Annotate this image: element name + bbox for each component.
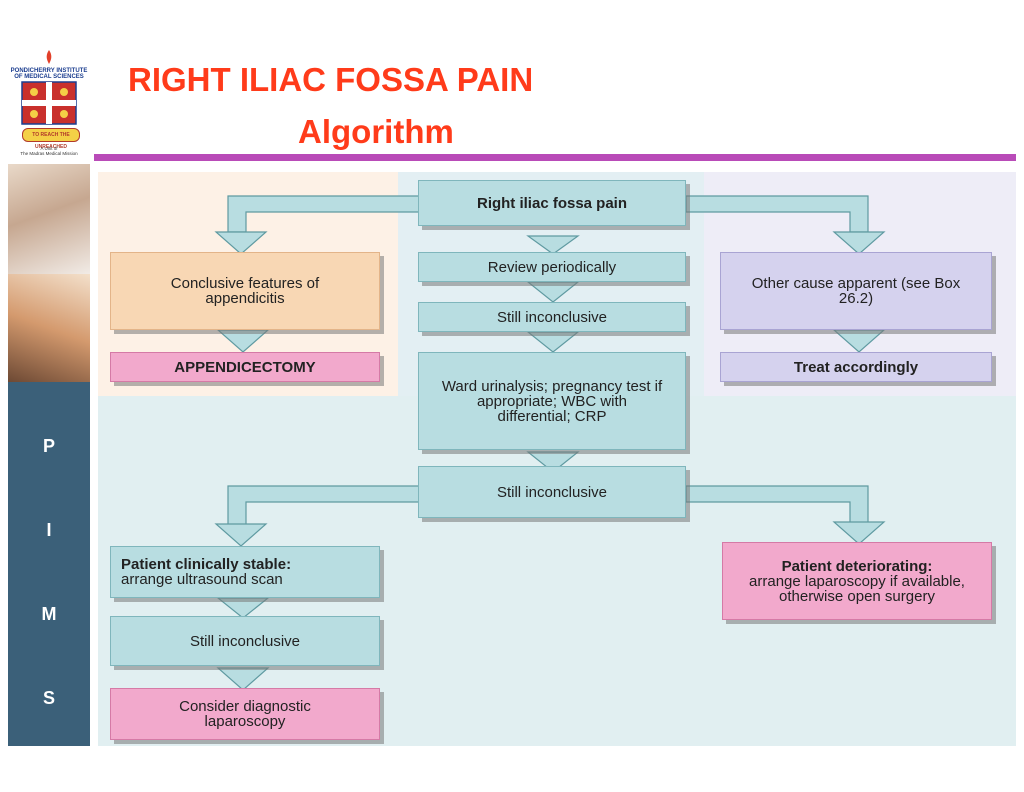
box-treat: Treat accordingly — [720, 352, 992, 382]
box-consider-laparoscopy: Consider diagnostic laparoscopy — [110, 688, 380, 740]
arrowhead-to-other-cause — [832, 231, 886, 255]
box-clinically-stable-text: arrange ultrasound scan — [121, 571, 283, 588]
logo-affiliation-line1: A Unit of — [40, 146, 58, 151]
doctor-photo — [8, 164, 90, 274]
logo-motto-banner: TO REACH THE UNREACHED — [22, 128, 80, 150]
title-divider — [94, 154, 1016, 161]
box-appendicectomy-text: APPENDICECTOMY — [174, 358, 316, 376]
box-deteriorating-heading: Patient deteriorating: — [781, 557, 933, 575]
box-conclusive: Conclusive features of appendicitis — [110, 252, 380, 330]
box-inconclusive-1-text: Still inconclusive — [496, 308, 608, 326]
arrow-to-stable — [227, 485, 421, 527]
box-consider-laparoscopy-text: Consider diagnostic laparoscopy — [179, 698, 311, 730]
page-title: RIGHT ILIAC FOSSA PAIN — [128, 61, 534, 98]
box-treat-text: Treat accordingly — [793, 358, 919, 376]
box-deteriorating: Patient deteriorating: arrange laparosco… — [722, 542, 992, 620]
box-tests-text: Ward urinalysis; pregnancy test if appro… — [441, 377, 663, 425]
box-appendicectomy: APPENDICECTOMY — [110, 352, 380, 382]
page-subtitle: Algorithm — [298, 113, 454, 150]
sidebar-letter-i: I — [46, 520, 52, 540]
patient-photo — [8, 274, 90, 382]
box-inconclusive-2-text: Still inconclusive — [496, 483, 608, 501]
box-conclusive-text: Conclusive features of appendicitis — [170, 275, 320, 307]
logo-affiliation: A Unit of The Madras Medical Mission — [10, 146, 88, 156]
arrow-to-conclusive — [227, 195, 421, 233]
box-inconclusive-3-text: Still inconclusive — [189, 632, 301, 650]
arrow-to-deteriorating — [685, 485, 869, 525]
box-review: Review periodically — [418, 252, 686, 282]
box-inconclusive-1: Still inconclusive — [418, 302, 686, 332]
box-start: Right iliac fossa pain — [418, 180, 686, 226]
box-clinically-stable-heading: Patient clinically stable: — [121, 556, 292, 573]
logo-affiliation-line2: The Madras Medical Mission — [20, 151, 78, 156]
arrowhead-to-stable — [214, 523, 268, 547]
arrowhead-to-tests — [526, 331, 580, 353]
arrowhead-to-inconclusive3 — [216, 597, 270, 619]
arrowhead-to-inconclusive1 — [526, 281, 580, 303]
logo-flame-icon — [21, 50, 77, 125]
logo-name-line1: PONDICHERRY INSTITUTE — [10, 68, 88, 74]
logo-name-line2: OF MEDICAL SCIENCES — [14, 74, 84, 80]
arrowhead-to-deteriorating — [832, 521, 886, 545]
arrowhead-to-conclusive — [214, 231, 268, 255]
sidebar-letter-m: M — [41, 604, 57, 624]
arrowhead-to-treat — [832, 329, 886, 353]
arrowhead-to-appendicectomy — [216, 329, 270, 353]
box-review-text: Review periodically — [487, 258, 617, 276]
arrow-to-other-cause — [685, 195, 869, 233]
box-inconclusive-3: Still inconclusive — [110, 616, 380, 666]
arrowhead-to-review — [526, 235, 580, 255]
box-deteriorating-text: arrange laparoscopy if available, otherw… — [749, 572, 965, 605]
box-inconclusive-2: Still inconclusive — [418, 466, 686, 518]
institute-logo: PONDICHERRY INSTITUTE OF MEDICAL SCIENCE… — [8, 46, 90, 164]
arrowhead-to-consider-laparoscopy — [216, 667, 270, 691]
sidebar-letter-p: P — [42, 436, 55, 456]
box-clinically-stable: Patient clinically stable: arrange ultra… — [110, 546, 380, 598]
box-other-cause-text: Other cause apparent (see Box 26.2) — [751, 275, 961, 307]
box-other-cause: Other cause apparent (see Box 26.2) — [720, 252, 992, 330]
sidebar-letter-s: S — [42, 688, 55, 708]
box-tests: Ward urinalysis; pregnancy test if appro… — [418, 352, 686, 450]
box-start-text: Right iliac fossa pain — [476, 194, 628, 212]
arrowhead-to-inconclusive2 — [526, 451, 580, 473]
